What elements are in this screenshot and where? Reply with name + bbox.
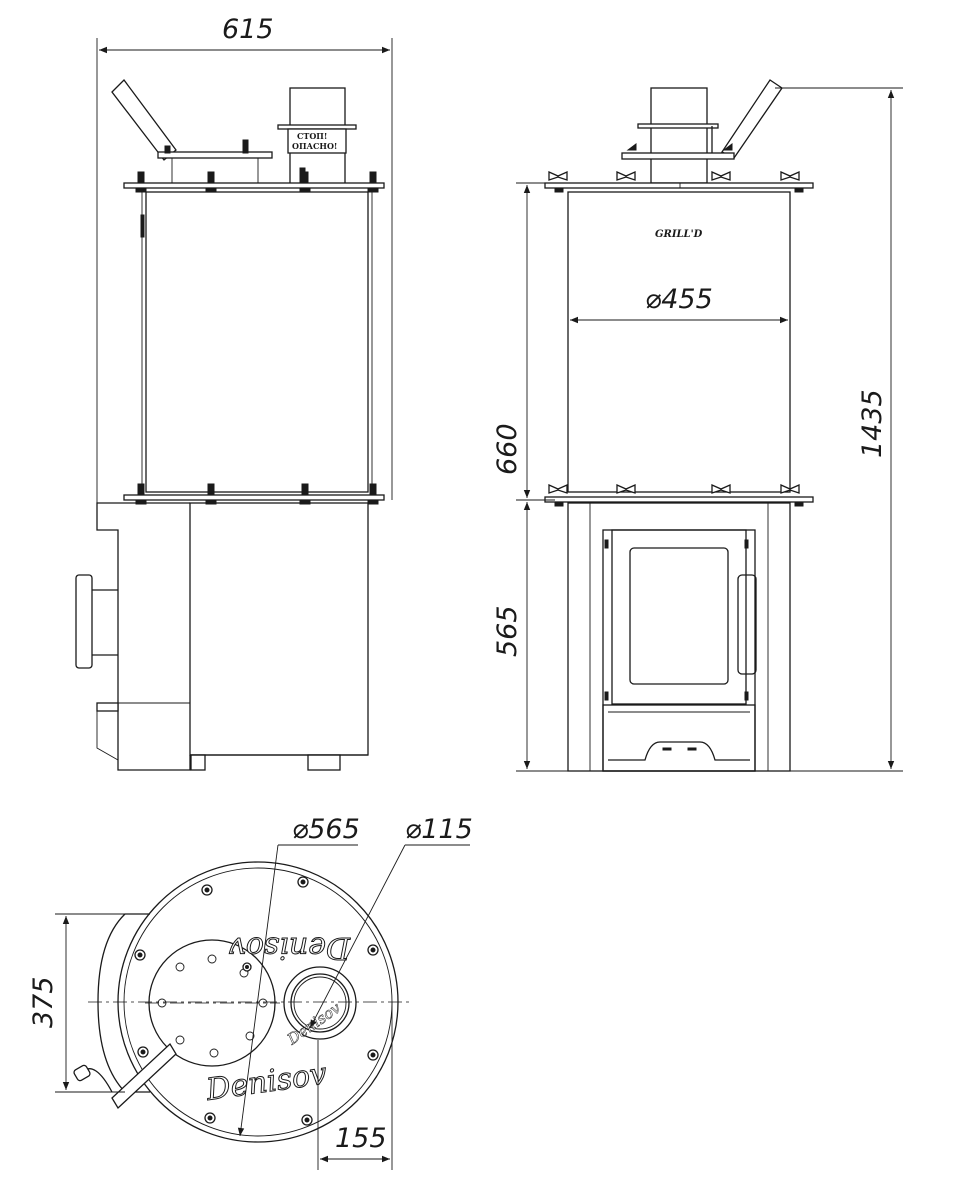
dim-outer-diameter-565: ⌀565: [237, 814, 360, 1137]
door-handle-side: [75, 574, 118, 669]
wing-nuts-lower: [548, 483, 804, 507]
brand-script-bottom: Denisov: [203, 1056, 329, 1108]
upper-flange-front: [544, 182, 814, 189]
lower-flange-front: [544, 496, 814, 503]
water-tank-side: [140, 191, 373, 493]
dim-tank-diameter-455: ⌀455: [570, 284, 788, 324]
dim-375-label: 375: [28, 976, 59, 1028]
brand-logo: GRILL'D: [655, 229, 703, 240]
warning-label-line2: ОПАСНО!: [292, 141, 337, 151]
firebox-side: [96, 502, 369, 771]
dim-565-label: 565: [492, 605, 523, 657]
dim-chimney-diameter-115: ⌀115: [309, 814, 473, 1029]
chimney-ring-top: [283, 966, 357, 1040]
dim-tank-height-660: 660: [492, 182, 555, 501]
lid-handle: [111, 79, 273, 184]
lower-flange-side: [123, 483, 385, 505]
front-view: GRILL'D ⌀455: [492, 79, 903, 772]
firebox-front: [567, 502, 791, 772]
door-handle-top: [73, 1042, 177, 1110]
dim-115-label: ⌀115: [405, 814, 473, 845]
dim-firebox-height-565: 565: [492, 502, 600, 772]
dim-width-615: 615: [96, 14, 393, 505]
dim-chimney-offset-155: 155: [317, 1002, 393, 1170]
dim-455-label: ⌀455: [645, 284, 713, 315]
warning-label-line1: СТОП!: [297, 131, 327, 141]
perimeter-bolts-top: [134, 876, 379, 1126]
brand-script-top: Denisov: [229, 930, 351, 965]
top-view: Denisov Denisov Denisov 375 155 ⌀565: [28, 814, 473, 1170]
chimney-front: [621, 79, 783, 184]
side-view: 615 СТОП! ОПАСНО!: [75, 14, 393, 771]
dim-total-height-1435: 1435: [760, 87, 903, 772]
wing-nuts-upper: [548, 170, 804, 193]
upper-flange-side: [123, 171, 385, 193]
chimney-side: СТОП! ОПАСНО!: [277, 87, 357, 185]
water-tank-front: GRILL'D: [567, 191, 791, 493]
dim-1435-label: 1435: [857, 389, 888, 458]
dim-565-diameter-label: ⌀565: [292, 814, 360, 845]
dim-depth-375: 375: [28, 913, 150, 1093]
dim-615-label: 615: [222, 14, 274, 45]
dim-155-label: 155: [335, 1123, 387, 1154]
dim-660-label: 660: [492, 423, 523, 475]
